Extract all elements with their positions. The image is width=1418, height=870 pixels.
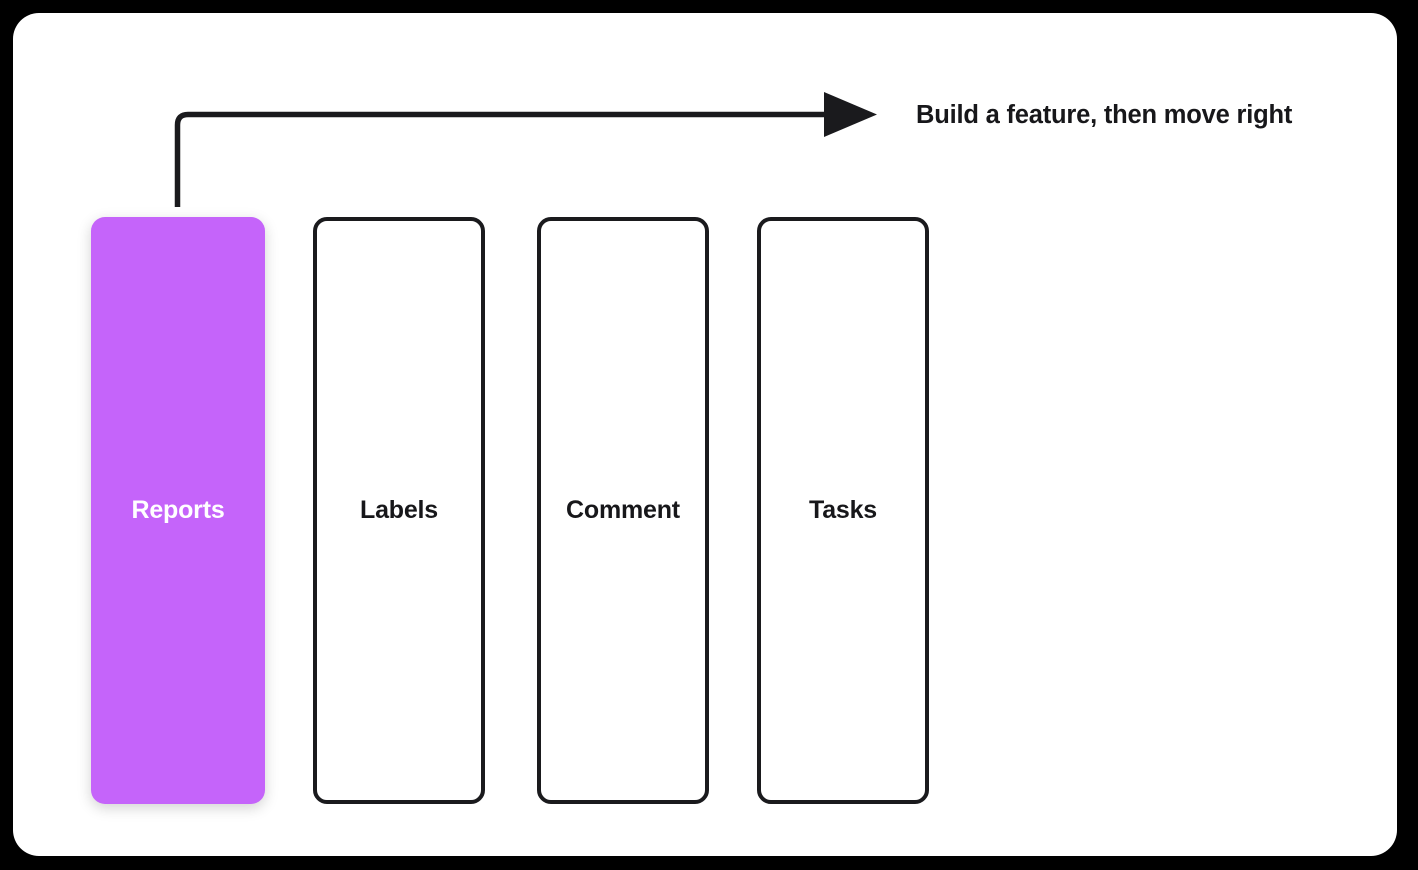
column-title-reports: Reports (131, 496, 225, 524)
column-card-labels[interactable]: Labels (313, 217, 485, 804)
annotation-text: Build a feature, then move right (916, 101, 1293, 129)
column-card-reports[interactable]: Reports (91, 217, 265, 804)
column-title-comment: Comment (566, 496, 680, 524)
board-columns: Reports Labels Comment Tasks (13, 204, 1397, 804)
column-title-tasks: Tasks (808, 496, 878, 524)
column-title-labels: Labels (360, 496, 438, 524)
column-card-comment[interactable]: Comment (537, 217, 709, 804)
whiteboard-canvas: Build a feature, then move right Reports… (13, 13, 1397, 856)
column-card-tasks[interactable]: Tasks (757, 217, 929, 804)
